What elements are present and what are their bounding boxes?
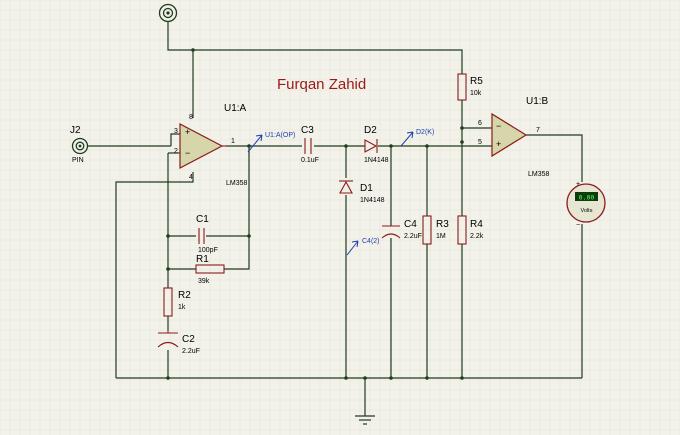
capacitor-c4[interactable]: C4 2.2uF bbox=[381, 219, 422, 240]
resistor-r5[interactable]: R5 10k bbox=[457, 73, 483, 101]
wire-u1a-vee bbox=[115, 172, 194, 378]
c4-value: 2.2uF bbox=[404, 233, 422, 240]
c2-value: 2.2uF bbox=[182, 348, 200, 355]
r3-value: 1M bbox=[436, 233, 446, 240]
junctions bbox=[166, 48, 464, 380]
resistor-r2[interactable]: R2 1k bbox=[163, 287, 191, 317]
probe-d2k[interactable]: D2(K) bbox=[400, 129, 434, 147]
top-terminal-icon[interactable] bbox=[158, 3, 178, 23]
d1-value: 1N4148 bbox=[360, 197, 385, 204]
u1a-pin8: 8 bbox=[189, 114, 193, 121]
u1b-value: LM358 bbox=[528, 171, 550, 178]
u1a-value: LM358 bbox=[226, 180, 248, 187]
r1-value: 39k bbox=[198, 278, 210, 285]
c1-value: 100pF bbox=[198, 247, 218, 254]
diode-d2[interactable]: D2 1N4148 bbox=[364, 125, 389, 164]
j2-terminal[interactable]: J2 PIN bbox=[70, 125, 89, 164]
r1-ref: R1 bbox=[196, 254, 209, 265]
r5-ref: R5 bbox=[470, 76, 483, 87]
r2-ref: R2 bbox=[178, 290, 191, 301]
u1b-pin6: 6 bbox=[478, 120, 482, 127]
wire-u1b-out bbox=[526, 134, 583, 182]
u1a-pin3: 3 bbox=[174, 128, 178, 135]
pin-terminal-icon bbox=[71, 137, 89, 155]
opamp-u1a[interactable]: 3 2 1 8 4 + − U1:A LM358 bbox=[174, 103, 248, 187]
u1a-pin4: 4 bbox=[189, 174, 193, 181]
voltmeter[interactable]: 0.00 Volts + − bbox=[566, 181, 606, 229]
d2-ref: D2 bbox=[364, 125, 377, 136]
u1a-pin1: 1 bbox=[231, 138, 235, 145]
voltmeter-unit: Volts bbox=[581, 208, 593, 214]
capacitor-c2[interactable]: C2 2.2uF bbox=[157, 330, 200, 355]
wire-r1-right bbox=[224, 146, 250, 270]
wire-r1-left bbox=[167, 236, 196, 270]
r4-value: 2.2k bbox=[470, 233, 484, 240]
c4-ref: C4 bbox=[404, 219, 417, 230]
resistor-r4[interactable]: R4 2.2k bbox=[457, 215, 484, 245]
u1a-ref: U1:A bbox=[224, 103, 247, 114]
u1a-pin2: 2 bbox=[174, 148, 178, 155]
probe-u1a-op[interactable]: U1:A(OP) bbox=[247, 132, 295, 153]
r5-value: 10k bbox=[470, 90, 482, 97]
d1-ref: D1 bbox=[360, 183, 373, 194]
probe-c42-label: C4(2) bbox=[362, 238, 380, 245]
opamp-u1b[interactable]: 6 5 7 − + U1:B LM358 bbox=[478, 96, 550, 178]
probe-c42[interactable]: C4(2) bbox=[346, 238, 380, 256]
j2-value: PIN bbox=[72, 157, 84, 164]
r3-ref: R3 bbox=[436, 219, 449, 230]
u1b-pin7: 7 bbox=[536, 127, 540, 134]
probe-d2k-label: D2(K) bbox=[416, 129, 434, 136]
r4-ref: R4 bbox=[470, 219, 483, 230]
c1-ref: C1 bbox=[196, 214, 209, 225]
capacitor-c1[interactable]: C1 100pF bbox=[196, 214, 218, 254]
voltmeter-plus: + bbox=[576, 181, 580, 188]
svg-text:−: − bbox=[496, 121, 501, 131]
c3-value: 0.1uF bbox=[301, 157, 319, 164]
resistor-r3[interactable]: R3 1M bbox=[422, 215, 449, 245]
d2-value: 1N4148 bbox=[364, 157, 389, 164]
svg-text:+: + bbox=[185, 127, 190, 137]
wire-pin3 bbox=[170, 133, 180, 146]
u1b-ref: U1:B bbox=[526, 96, 549, 107]
wire-top-rail bbox=[167, 22, 463, 74]
u1b-pin5: 5 bbox=[478, 139, 482, 146]
voltmeter-minus: − bbox=[576, 222, 580, 229]
svg-text:+: + bbox=[496, 139, 501, 149]
j2-ref: J2 bbox=[70, 125, 81, 136]
c3-ref: C3 bbox=[301, 125, 314, 136]
svg-text:−: − bbox=[185, 148, 190, 158]
voltmeter-display: 0.00 bbox=[579, 194, 595, 202]
c2-ref: C2 bbox=[182, 334, 195, 345]
capacitor-c3[interactable]: C3 0.1uF bbox=[301, 125, 319, 164]
resistor-r1[interactable]: R1 39k bbox=[195, 254, 225, 285]
r2-value: 1k bbox=[178, 304, 186, 311]
diode-d1[interactable]: D1 1N4148 bbox=[339, 180, 385, 204]
probe-u1a-op-label: U1:A(OP) bbox=[265, 132, 295, 139]
schematic-title: Furqan Zahid bbox=[277, 76, 366, 93]
ground-icon bbox=[355, 415, 375, 425]
wires bbox=[88, 22, 583, 416]
